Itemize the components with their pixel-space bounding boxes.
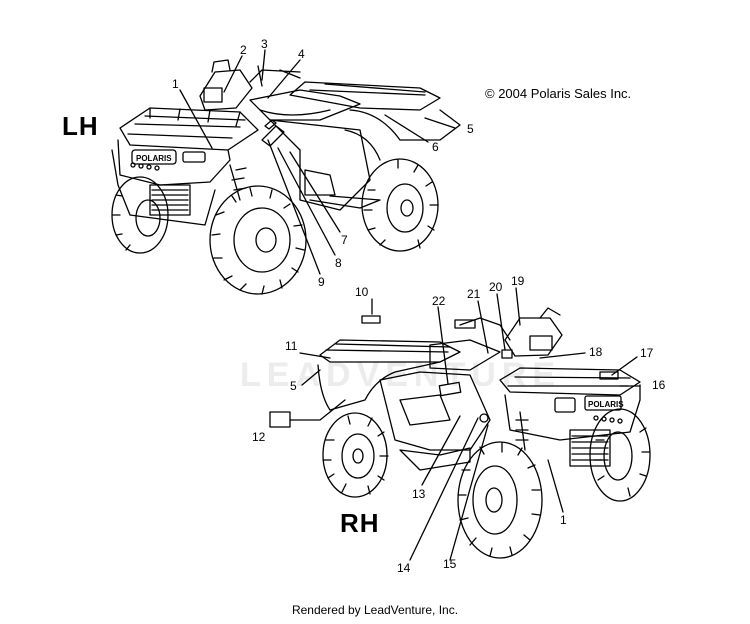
callout-rh-20: 20 bbox=[489, 280, 503, 294]
callout-lh-1: 1 bbox=[172, 77, 179, 91]
lh-leader-lines bbox=[179, 49, 456, 275]
rh-side-label: RH bbox=[340, 508, 380, 538]
callout-rh-12: 12 bbox=[252, 430, 266, 444]
decal-22 bbox=[438, 381, 462, 397]
decal-10 bbox=[361, 315, 381, 324]
callout-lh-3: 3 bbox=[261, 37, 268, 51]
rh-seat bbox=[429, 339, 501, 371]
lh-callouts: 1 2 3 4 5 6 7 8 9 bbox=[172, 37, 474, 289]
decal-15 bbox=[479, 413, 489, 423]
callout-lh-6: 6 bbox=[432, 140, 439, 154]
callout-rh-17: 17 bbox=[640, 346, 654, 360]
lh-rear-rack bbox=[289, 81, 441, 111]
callout-lh-5: 5 bbox=[467, 122, 474, 136]
rh-headlight-pod bbox=[504, 317, 563, 357]
rh-callouts: 10 11 5 12 22 21 20 19 18 17 16 13 14 15… bbox=[252, 274, 666, 575]
rh-bumper-brand: POLARIS bbox=[588, 400, 624, 409]
callout-rh-15: 15 bbox=[443, 557, 457, 571]
rh-headlight-1 bbox=[554, 397, 576, 413]
callout-rh-22: 22 bbox=[432, 294, 446, 308]
atv-left-side bbox=[111, 59, 461, 295]
rh-leader-lines bbox=[289, 287, 641, 561]
lh-bumper-brand: POLARIS bbox=[136, 154, 172, 163]
callout-rh-16: 16 bbox=[652, 378, 666, 392]
decal-12 bbox=[269, 411, 291, 428]
lh-headlight bbox=[131, 149, 177, 165]
callout-lh-8: 8 bbox=[335, 256, 342, 270]
callout-lh-7: 7 bbox=[341, 233, 348, 247]
callout-rh-21: 21 bbox=[467, 287, 481, 301]
rh-shock bbox=[515, 411, 529, 451]
lh-front-tire-far bbox=[111, 176, 169, 254]
rh-handlebar bbox=[459, 317, 511, 341]
rh-side-panel bbox=[379, 371, 491, 451]
lh-front-body bbox=[117, 139, 231, 186]
callout-rh-13: 13 bbox=[412, 487, 426, 501]
callout-rh-5: 5 bbox=[290, 379, 297, 393]
callout-rh-14: 14 bbox=[397, 561, 411, 575]
callout-rh-19: 19 bbox=[511, 274, 525, 288]
lh-front-tire bbox=[209, 185, 307, 295]
rh-grille bbox=[569, 429, 611, 467]
callout-rh-11: 11 bbox=[285, 339, 298, 353]
atv-right-side bbox=[317, 307, 651, 559]
lh-rear-fender bbox=[349, 109, 461, 141]
lh-shock bbox=[229, 164, 247, 201]
lh-rear-tire bbox=[361, 158, 439, 252]
callout-lh-4: 4 bbox=[298, 47, 305, 61]
rh-decals bbox=[269, 315, 619, 428]
decal-17 bbox=[599, 371, 619, 380]
rh-front-rack bbox=[499, 367, 641, 396]
decal-20 bbox=[501, 349, 513, 359]
rh-headlight-2 bbox=[584, 395, 622, 411]
callout-lh-9: 9 bbox=[318, 275, 325, 289]
lh-side-label: LH bbox=[62, 111, 99, 141]
rh-rear-rack bbox=[319, 339, 461, 363]
copyright-notice: © 2004 Polaris Sales Inc. bbox=[485, 86, 632, 101]
callout-lh-2: 2 bbox=[240, 43, 247, 57]
callout-rh-10: 10 bbox=[355, 285, 369, 299]
rh-front-tire-far bbox=[589, 408, 651, 502]
lh-decals bbox=[261, 119, 285, 147]
callout-rh-1: 1 bbox=[560, 513, 567, 527]
lh-side-panel bbox=[269, 119, 371, 211]
rendered-by-footer: Rendered by LeadVenture, Inc. bbox=[291, 603, 459, 617]
lh-headlight-pod bbox=[199, 69, 253, 111]
rh-rear-fender bbox=[317, 361, 441, 411]
callout-rh-18: 18 bbox=[589, 345, 603, 359]
rh-front-tire bbox=[457, 441, 543, 559]
rh-rear-tire bbox=[322, 412, 389, 498]
lh-front-rack bbox=[119, 107, 259, 151]
